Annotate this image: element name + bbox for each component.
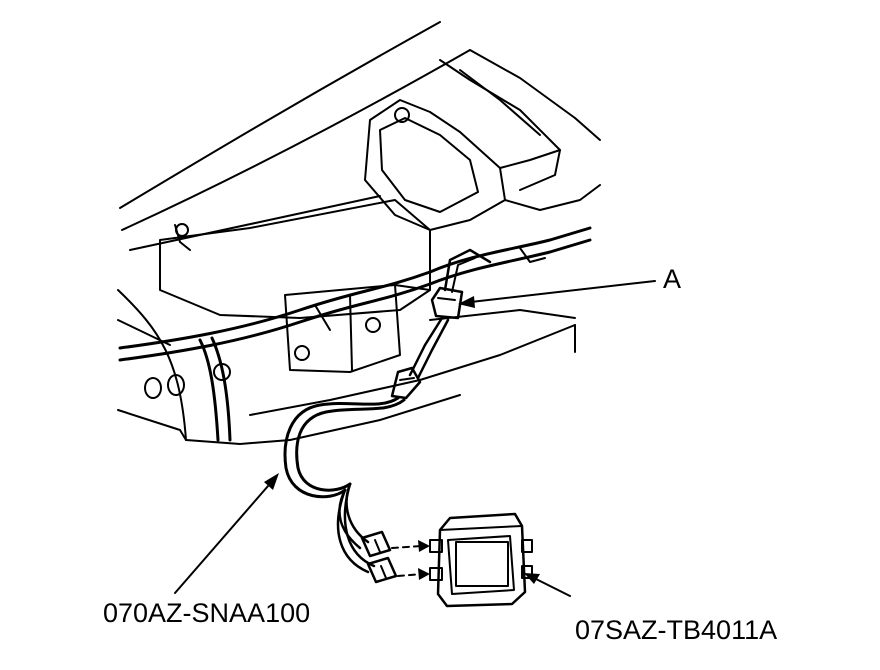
test-box — [429, 512, 533, 608]
leader-lines — [174, 280, 656, 597]
connector-a-label: A — [663, 264, 682, 294]
box-part-number: 07SAZ-TB4011A — [575, 615, 778, 645]
lower-frame — [249, 309, 576, 441]
body-panels — [117, 21, 601, 445]
panel-holes — [144, 374, 185, 399]
insert-arrowheads — [418, 540, 430, 580]
leader-arrowheads — [264, 296, 540, 584]
upper-bracket — [364, 59, 601, 231]
harness-part-number: 070AZ-SNAA100 — [103, 598, 311, 628]
mount-bracket — [159, 199, 431, 373]
connector-a — [430, 248, 492, 320]
insert-arrows — [391, 545, 423, 577]
test-harness — [283, 316, 450, 584]
main-harness — [118, 226, 592, 442]
